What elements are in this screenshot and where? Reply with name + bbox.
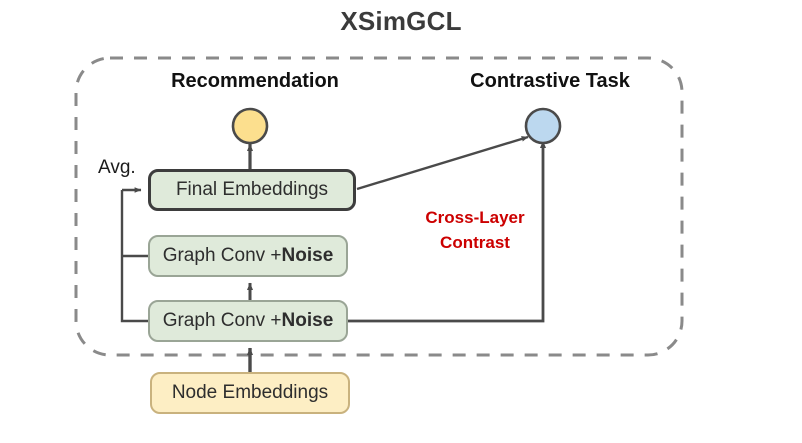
box-node-embeddings[interactable]: Node Embeddings: [150, 372, 350, 414]
heading-contrastive-task: Contrastive Task: [470, 70, 630, 92]
box-graph-conv-noise-upper-bold: Noise: [281, 245, 334, 266]
box-final-embeddings-label: Final Embeddings: [175, 179, 329, 200]
edge-avg-collector-bus: [120, 190, 148, 323]
box-graph-conv-noise-lower[interactable]: Graph Conv + Noise: [148, 300, 348, 342]
edge-conv-lower-to-contrastive-node: [348, 140, 547, 323]
recommendation-output-node: [231, 107, 269, 145]
box-final-embeddings[interactable]: Final Embeddings: [148, 169, 356, 211]
contrast-line-2: Contrast: [440, 232, 510, 252]
dashed-container-border: [74, 56, 684, 357]
box-graph-conv-noise-lower-bold: Noise: [281, 310, 334, 331]
contrastive-output-node: [524, 107, 562, 145]
page-title: XSimGCL: [340, 6, 462, 36]
box-graph-conv-noise-upper-prefix: Graph Conv +: [162, 245, 282, 266]
box-graph-conv-noise-upper[interactable]: Graph Conv + Noise: [148, 235, 348, 277]
label-cross-layer-contrast: Cross-Layer Contrast: [405, 206, 545, 255]
label-avg: Avg.: [98, 157, 136, 178]
edge-final-to-contrastive-node: [356, 135, 529, 191]
contrast-line-1: Cross-Layer: [425, 208, 525, 227]
box-graph-conv-noise-lower-prefix: Graph Conv +: [162, 310, 282, 331]
heading-recommendation: Recommendation: [171, 70, 339, 92]
box-node-embeddings-label: Node Embeddings: [171, 382, 329, 403]
